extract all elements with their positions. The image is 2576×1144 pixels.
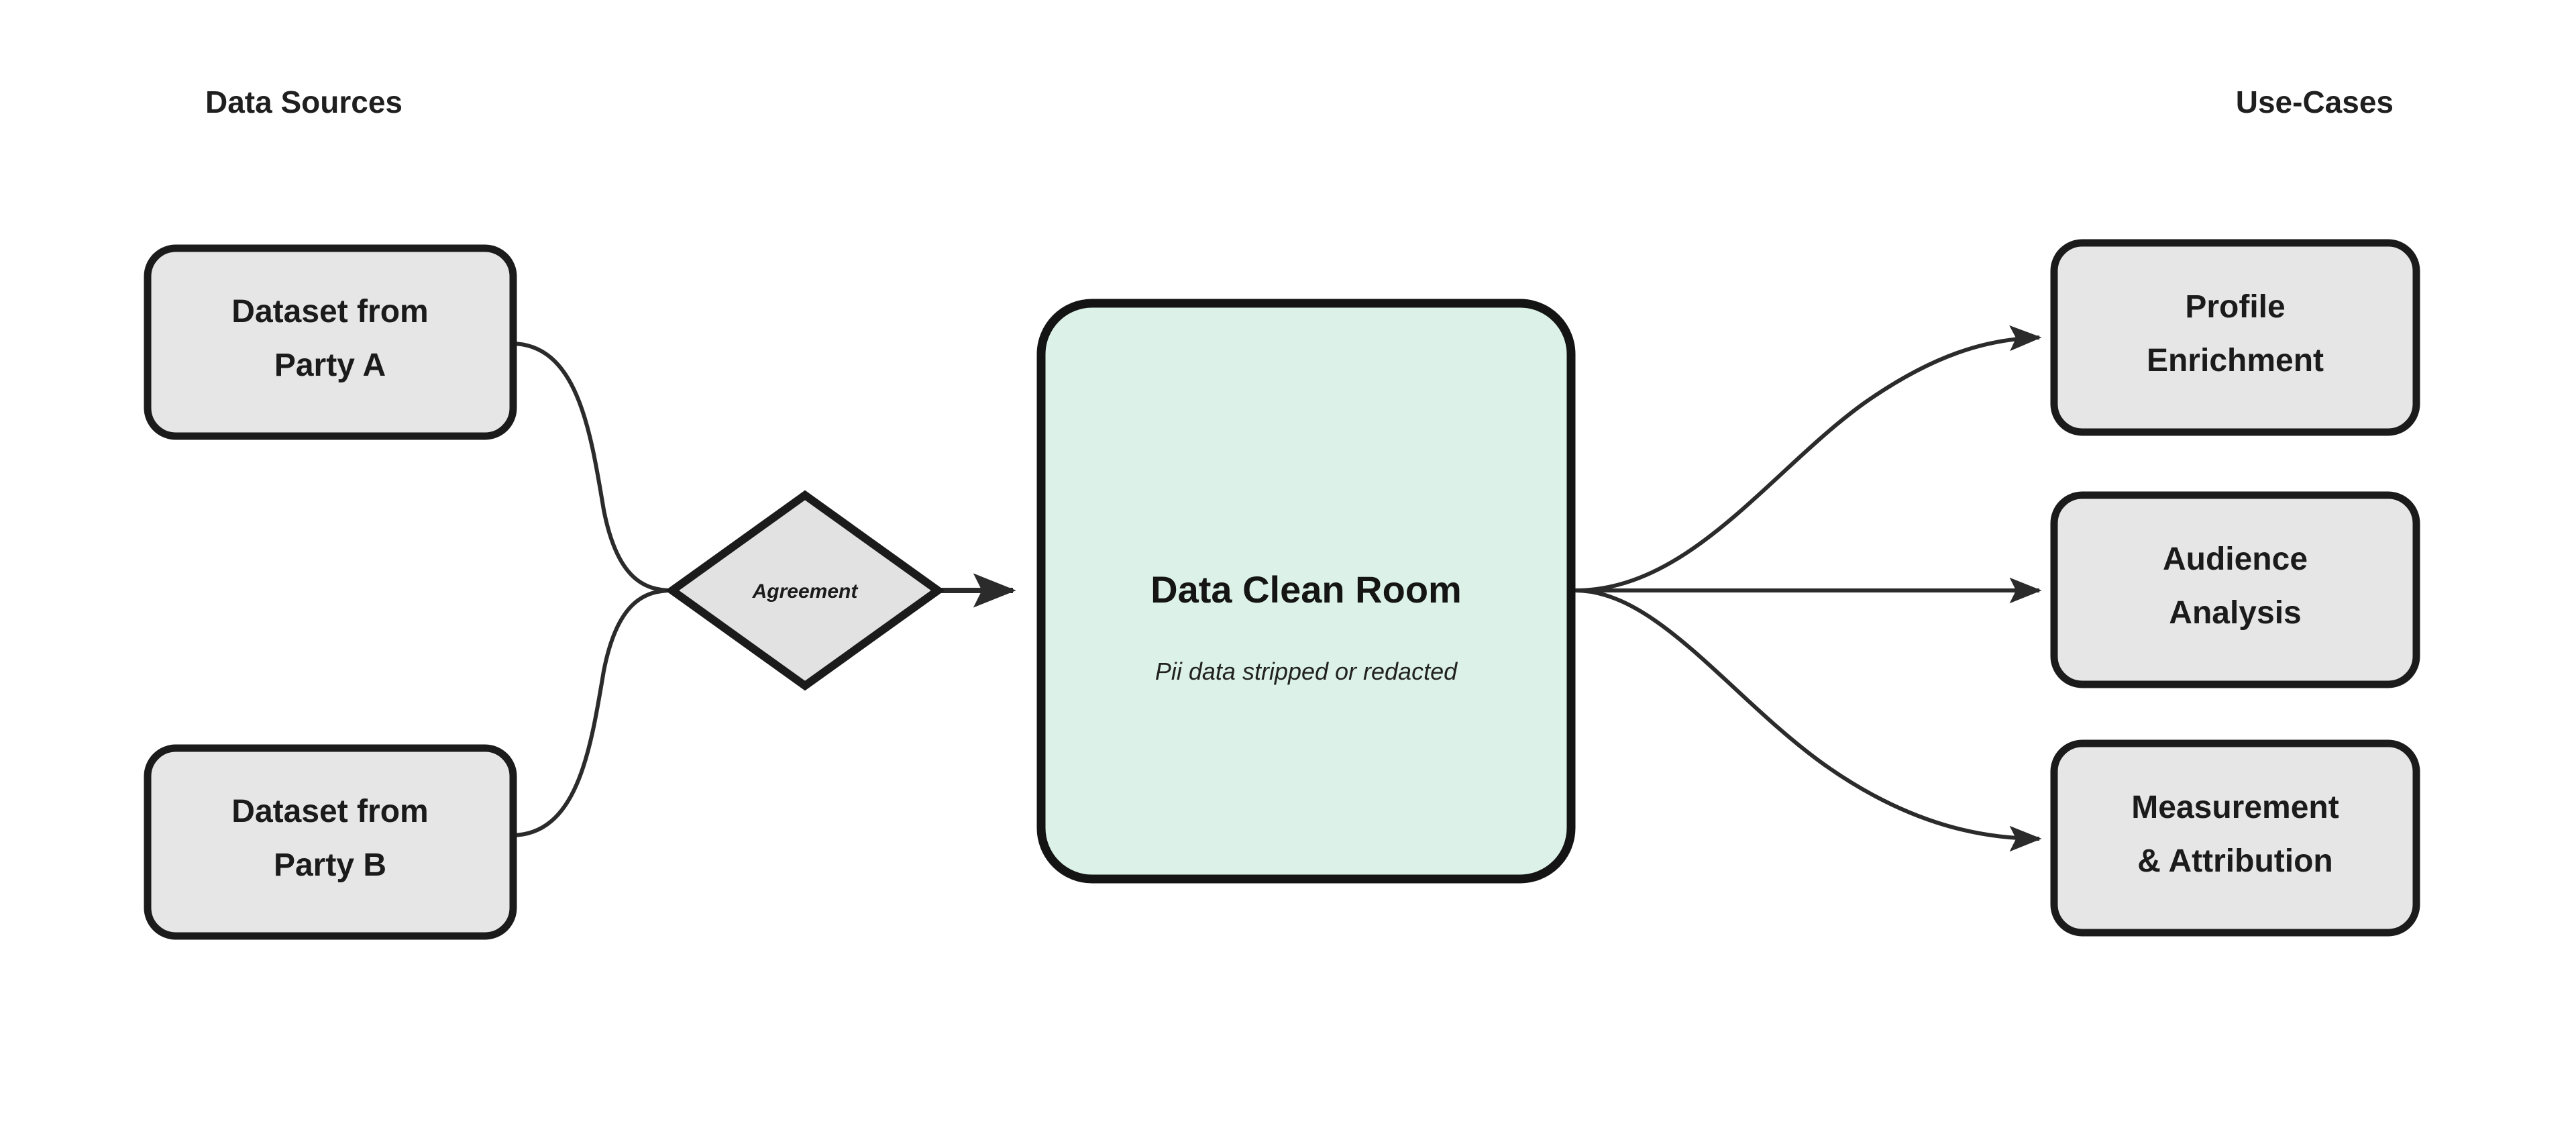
heading-data-sources: Data Sources	[205, 85, 402, 119]
node-audience-analysis[interactable]: Audience Analysis	[2050, 491, 2420, 688]
node-profile-enrichment-shape[interactable]	[2050, 239, 2420, 436]
node-dataset-party-b-shape[interactable]	[144, 744, 517, 940]
node-dataset-party-a-shape[interactable]	[144, 244, 517, 440]
node-audience-analysis-shape[interactable]	[2050, 491, 2420, 688]
node-data-clean-room-title: Data Clean Room	[1150, 568, 1462, 611]
edge-layer	[511, 325, 2042, 852]
node-dataset-party-b-line1: Dataset from	[231, 794, 428, 829]
node-measurement-attribution[interactable]: Measurement & Attribution	[2050, 739, 2420, 937]
node-audience-analysis-line2: Analysis	[2169, 595, 2301, 631]
edge-clean-room-to-measurement-attribution	[1574, 588, 2042, 852]
node-data-clean-room[interactable]: Data Clean Room Pii data stripped or red…	[1036, 299, 1576, 884]
node-profile-enrichment[interactable]: Profile Enrichment	[2050, 239, 2420, 436]
node-measurement-attribution-shape[interactable]	[2050, 739, 2420, 937]
node-dataset-party-a[interactable]: Dataset from Party A	[144, 244, 517, 440]
node-data-clean-room-subtitle: Pii data stripped or redacted	[1155, 658, 1458, 685]
heading-use-cases: Use-Cases	[2236, 85, 2394, 119]
node-dataset-party-a-line2: Party A	[274, 348, 386, 383]
node-data-clean-room-shape[interactable]	[1036, 299, 1576, 884]
node-profile-enrichment-line1: Profile	[2185, 289, 2285, 325]
node-agreement-gate-shape[interactable]	[665, 490, 945, 691]
node-profile-enrichment-line2: Enrichment	[2147, 343, 2324, 378]
node-dataset-party-b[interactable]: Dataset from Party B	[144, 744, 517, 940]
node-measurement-attribution-line2: & Attribution	[2137, 843, 2332, 879]
node-agreement-gate-label: Agreement	[752, 580, 859, 603]
node-dataset-party-a-line1: Dataset from	[231, 294, 428, 329]
node-dataset-party-b-line2: Party B	[274, 847, 386, 883]
node-audience-analysis-line1: Audience	[2163, 541, 2308, 577]
node-measurement-attribution-line1: Measurement	[2131, 790, 2339, 825]
node-agreement-gate[interactable]: Agreement	[665, 490, 945, 691]
edge-clean-room-to-profile-enrichment	[1574, 325, 2042, 592]
edge-party-b-to-agreement	[511, 588, 673, 837]
edge-party-a-to-agreement	[511, 342, 673, 592]
